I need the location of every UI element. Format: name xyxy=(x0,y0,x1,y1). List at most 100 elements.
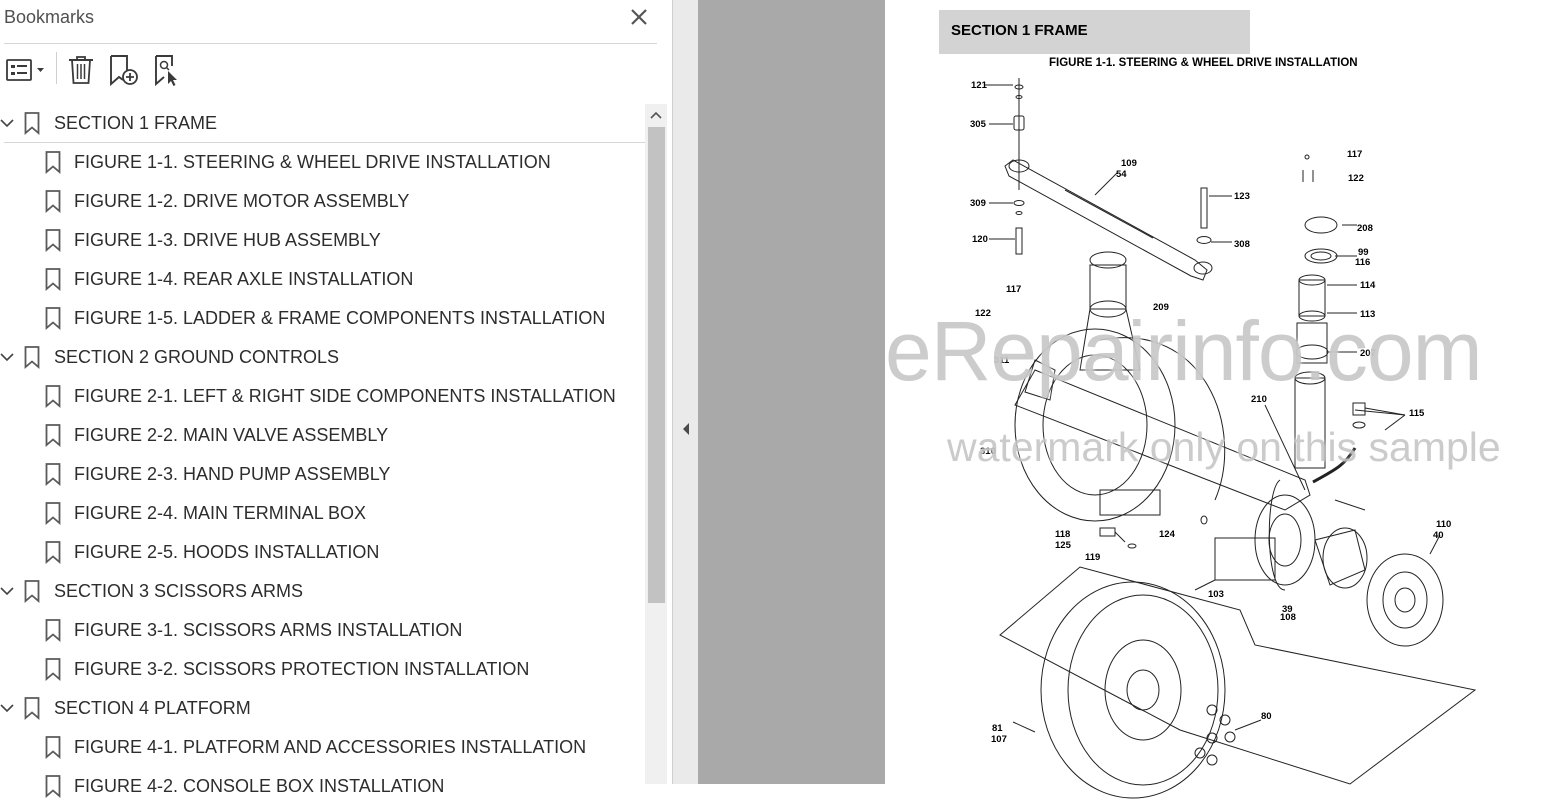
part-label: 125 xyxy=(1055,540,1072,551)
bookmark-item[interactable]: FIGURE 4-2. CONSOLE BOX INSTALLATION xyxy=(0,767,642,806)
bookmark-section[interactable]: SECTION 4 PLATFORM xyxy=(0,689,642,728)
bookmark-label: FIGURE 3-1. SCISSORS ARMS INSTALLATION xyxy=(74,620,463,640)
bookmark-item[interactable]: FIGURE 1-3. DRIVE HUB ASSEMBLY xyxy=(0,221,642,260)
bookmark-item[interactable]: FIGURE 4-1. PLATFORM AND ACCESSORIES INS… xyxy=(0,728,642,767)
chevron-down-icon[interactable] xyxy=(0,584,14,598)
panel-title: Bookmarks xyxy=(4,7,95,27)
bookmark-item[interactable]: FIGURE 3-1. SCISSORS ARMS INSTALLATION xyxy=(0,611,642,650)
bookmark-item[interactable]: FIGURE 3-2. SCISSORS PROTECTION INSTALLA… xyxy=(0,650,642,689)
part-label: 103 xyxy=(1208,589,1224,600)
bookmark-icon xyxy=(45,736,61,759)
bookmark-section[interactable]: SECTION 2 GROUND CONTROLS xyxy=(0,338,642,377)
chevron-up-icon xyxy=(650,111,662,119)
bookmark-label: SECTION 1 FRAME xyxy=(54,113,218,133)
watermark: eRepairinfo.com xyxy=(885,304,1483,398)
part-label: 118 xyxy=(1055,529,1070,540)
document-page: SECTION 1 FRAME FIGURE 1-1. STEERING & W… xyxy=(885,0,1550,799)
part-label: 207 xyxy=(1360,348,1376,359)
part-label: 115 xyxy=(1409,408,1425,419)
find-bookmark-button[interactable] xyxy=(150,52,186,88)
bookmark-item[interactable]: FIGURE 2-2. MAIN VALVE ASSEMBLY xyxy=(0,416,642,455)
bookmark-icon xyxy=(45,463,61,486)
part-label: 80 xyxy=(1261,711,1272,722)
part-label: 121 xyxy=(971,80,988,91)
part-label: 40 xyxy=(1433,530,1444,541)
bookmark-icon xyxy=(24,697,40,720)
part-label: 310 xyxy=(980,446,996,457)
part-label: 110 xyxy=(1436,519,1451,530)
diagram-lines xyxy=(985,78,1477,799)
chevron-down-icon[interactable] xyxy=(0,116,14,130)
bookmark-tree: SECTION 1 FRAME FIGURE 1-1. STEERING & W… xyxy=(0,104,642,798)
bookmark-icon xyxy=(45,151,61,174)
new-bookmark-button[interactable] xyxy=(106,52,142,88)
add-bookmark-icon xyxy=(110,55,138,87)
delete-bookmark-button[interactable] xyxy=(64,52,100,88)
part-number-labels: 121 305 309 120 109 54 123 308 117 122 2… xyxy=(970,80,1451,745)
bookmark-item[interactable]: FIGURE 1-1. STEERING & WHEEL DRIVE INSTA… xyxy=(0,143,642,182)
bookmark-label: SECTION 4 PLATFORM xyxy=(54,698,251,718)
bookmark-item[interactable]: FIGURE 2-3. HAND PUMP ASSEMBLY xyxy=(0,455,642,494)
bookmark-section[interactable]: SECTION 1 FRAME xyxy=(0,104,642,143)
bookmark-options-icon xyxy=(6,59,44,81)
bookmark-label: SECTION 3 SCISSORS ARMS xyxy=(54,581,304,601)
bookmark-icon xyxy=(45,307,61,330)
section-header-box: SECTION 1 FRAME xyxy=(939,10,1250,54)
bookmark-icon xyxy=(45,658,61,681)
part-label: 309 xyxy=(970,198,986,209)
part-label: 107 xyxy=(991,734,1007,745)
close-icon xyxy=(631,9,647,25)
part-label: 122 xyxy=(1348,173,1364,184)
bookmark-label: FIGURE 4-1. PLATFORM AND ACCESSORIES INS… xyxy=(74,737,587,757)
part-label: 124 xyxy=(1159,529,1176,540)
bookmark-icon xyxy=(45,385,61,408)
bookmark-item[interactable]: FIGURE 2-5. HOODS INSTALLATION xyxy=(0,533,642,572)
bookmark-icon xyxy=(45,190,61,213)
bookmark-options-button[interactable] xyxy=(4,52,48,88)
part-label: 81 xyxy=(992,723,1003,734)
part-label: 39 xyxy=(1282,604,1293,615)
part-label: 113 xyxy=(1360,309,1375,320)
panel-splitter[interactable] xyxy=(672,0,698,784)
part-label: 108 xyxy=(1280,612,1296,623)
bookmark-item[interactable]: FIGURE 1-4. REAR AXLE INSTALLATION xyxy=(0,260,642,299)
bookmark-item[interactable]: FIGURE 2-4. MAIN TERMINAL BOX xyxy=(0,494,642,533)
bookmark-item[interactable]: FIGURE 1-2. DRIVE MOTOR ASSEMBLY xyxy=(0,182,642,221)
bookmark-section[interactable]: SECTION 3 SCISSORS ARMS xyxy=(0,572,642,611)
bookmark-label: FIGURE 2-4. MAIN TERMINAL BOX xyxy=(74,503,367,523)
chevron-down-icon[interactable] xyxy=(0,701,14,715)
part-label: 114 xyxy=(1360,280,1376,291)
bookmark-item[interactable]: FIGURE 1-5. LADDER & FRAME COMPONENTS IN… xyxy=(0,299,642,338)
bookmark-label: FIGURE 2-3. HAND PUMP ASSEMBLY xyxy=(74,464,391,484)
part-label: 109 xyxy=(1121,158,1137,169)
part-label: 123 xyxy=(1234,191,1250,202)
watermark-subtitle: watermark only on this sample xyxy=(947,424,1501,470)
bookmark-icon xyxy=(45,268,61,291)
bookmark-icon xyxy=(45,619,61,642)
chevron-down-icon[interactable] xyxy=(0,350,14,364)
part-label: 122 xyxy=(975,308,991,319)
bookmarks-panel: Bookmarks xyxy=(0,0,672,798)
collapse-panel-icon[interactable] xyxy=(680,420,692,438)
part-label: 305 xyxy=(970,119,987,130)
bookmark-item[interactable]: FIGURE 2-1. LEFT & RIGHT SIDE COMPONENTS… xyxy=(0,377,642,416)
bookmark-label: FIGURE 2-1. LEFT & RIGHT SIDE COMPONENTS… xyxy=(74,386,616,406)
bookmark-label: FIGURE 2-2. MAIN VALVE ASSEMBLY xyxy=(74,425,389,445)
close-panel-button[interactable] xyxy=(624,4,654,32)
part-label: 54 xyxy=(1116,169,1127,180)
scrollbar-thumb[interactable] xyxy=(648,127,665,603)
bookmark-label: SECTION 2 GROUND CONTROLS xyxy=(54,347,340,367)
trash-icon xyxy=(69,56,93,84)
part-label: 209 xyxy=(1153,302,1169,313)
scroll-up-button[interactable] xyxy=(645,106,667,124)
part-label: 117 xyxy=(1347,149,1362,160)
bookmark-label: FIGURE 4-2. CONSOLE BOX INSTALLATION xyxy=(74,776,445,796)
part-label: 119 xyxy=(1085,552,1100,563)
exploded-parts-diagram: 121 305 309 120 109 54 123 308 117 122 2… xyxy=(970,78,1477,799)
part-label: 208 xyxy=(1357,223,1373,234)
bookmark-icon xyxy=(24,580,40,603)
figure-title: FIGURE 1-1. STEERING & WHEEL DRIVE INSTA… xyxy=(1049,57,1358,69)
part-label: 116 xyxy=(1355,257,1370,268)
bookmark-icon xyxy=(45,229,61,252)
